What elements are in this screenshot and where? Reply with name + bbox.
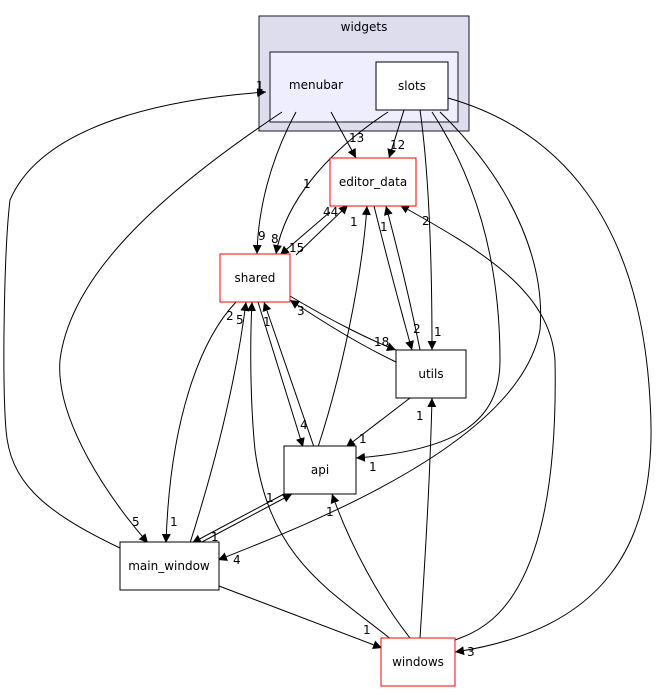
edge-label[interactable]: 18: [374, 335, 389, 349]
edge-label[interactable]: 12: [390, 138, 405, 152]
edge-api-main-window: [191, 493, 285, 544]
edge-label[interactable]: 1: [434, 325, 442, 339]
edges: [3, 88, 652, 656]
node-utils-label: utils: [418, 367, 443, 381]
edge-main-window-api: [199, 493, 293, 544]
node-windows[interactable]: windows: [380, 637, 456, 687]
edge-label[interactable]: 1: [170, 515, 178, 529]
node-main-window-label: main_window: [128, 559, 210, 573]
edge-main-window-windows: [218, 585, 383, 650]
node-api[interactable]: api: [283, 445, 357, 495]
edge-label[interactable]: 1: [369, 460, 377, 474]
edge-menubar-main-window: [59, 111, 283, 544]
edge-api-editor-data: [317, 205, 371, 448]
edge-utils-shared: [289, 299, 397, 363]
edge-label[interactable]: 1: [350, 215, 358, 229]
edge-labels: 13 12 1 1 44 15 9 8 1 1 2 2 1 18 3 2 5 1…: [132, 79, 475, 659]
edge-label[interactable]: 8: [271, 232, 279, 246]
edge-label[interactable]: 2: [226, 309, 234, 323]
edge-label[interactable]: 1: [363, 623, 371, 637]
edge-label[interactable]: 2: [422, 214, 430, 228]
edge-label[interactable]: 4: [300, 418, 308, 432]
node-shared-label: shared: [235, 271, 276, 285]
edge-label[interactable]: 1: [256, 79, 264, 93]
edge-label[interactable]: 2: [413, 322, 421, 336]
node-utils[interactable]: utils: [395, 349, 467, 399]
edge-label[interactable]: 1: [326, 505, 334, 519]
edge-utils-editor-data: [383, 205, 421, 351]
node-utils-box: [395, 349, 467, 399]
edge-editor-data-shared: [279, 211, 331, 256]
edge-shared-api: [257, 301, 305, 448]
edge-shared-utils: [289, 295, 397, 351]
edge-label[interactable]: 1: [303, 177, 311, 191]
edge-label[interactable]: 5: [132, 515, 140, 529]
edge-label[interactable]: 3: [467, 645, 475, 659]
node-editor-data-box: [329, 157, 417, 207]
edge-label[interactable]: 1: [211, 530, 219, 544]
edge-label[interactable]: 1: [416, 409, 424, 423]
edge-label[interactable]: 15: [289, 241, 304, 255]
node-api-box: [283, 445, 357, 495]
edge-shared-main-window: [161, 301, 237, 544]
edge-windows-shared: [247, 301, 393, 641]
cluster-menubar-label: menubar: [289, 78, 343, 92]
edge-editor-data-utils: [373, 205, 414, 351]
edge-label[interactable]: 1: [380, 220, 388, 234]
edge-shared-editor-data: [295, 204, 349, 256]
edge-label[interactable]: 13: [349, 131, 364, 145]
node-slots-box: [375, 61, 449, 111]
edge-slots-editor-data: [387, 109, 405, 159]
edge-slots-utils: [419, 109, 437, 351]
node-slots-label: slots: [398, 79, 426, 93]
edge-windows-utils: [419, 397, 437, 639]
edge-main-window-shared: [189, 301, 250, 544]
edge-main-window-menubar: [3, 88, 267, 549]
edge-label[interactable]: 4: [233, 553, 241, 567]
node-main-window[interactable]: main_window: [119, 541, 220, 591]
node-main-window-box: [119, 541, 220, 591]
edge-slots-api: [355, 111, 501, 462]
node-editor-data[interactable]: editor_data: [329, 157, 417, 207]
edge-label[interactable]: 5: [236, 313, 244, 327]
cluster-widgets-label: widgets: [341, 20, 388, 34]
node-slots[interactable]: slots: [375, 61, 449, 111]
edge-menubar-editor-data: [330, 111, 357, 159]
edge-api-shared: [262, 301, 315, 448]
node-shared[interactable]: shared: [219, 253, 291, 303]
edge-slots-shared: [273, 111, 389, 255]
edge-label[interactable]: 1: [266, 491, 274, 505]
edge-slots-windows: [447, 97, 652, 656]
edge-utils-api: [345, 397, 411, 448]
node-editor-data-label: editor_data: [339, 175, 407, 189]
edge-slots-main-window: [217, 111, 542, 561]
node-windows-box: [380, 637, 456, 687]
node-shared-box: [219, 253, 291, 303]
edge-label[interactable]: 1: [359, 432, 367, 446]
edge-menubar-shared: [252, 111, 297, 255]
node-api-label: api: [311, 463, 329, 477]
edge-windows-api: [330, 493, 411, 639]
node-windows-label: windows: [392, 655, 444, 669]
edge-label[interactable]: 1: [263, 315, 271, 329]
edge-windows-editor-data: [399, 204, 556, 641]
edge-label[interactable]: 3: [297, 304, 305, 318]
edge-label[interactable]: 9: [258, 229, 266, 243]
edge-label[interactable]: 44: [323, 205, 338, 219]
